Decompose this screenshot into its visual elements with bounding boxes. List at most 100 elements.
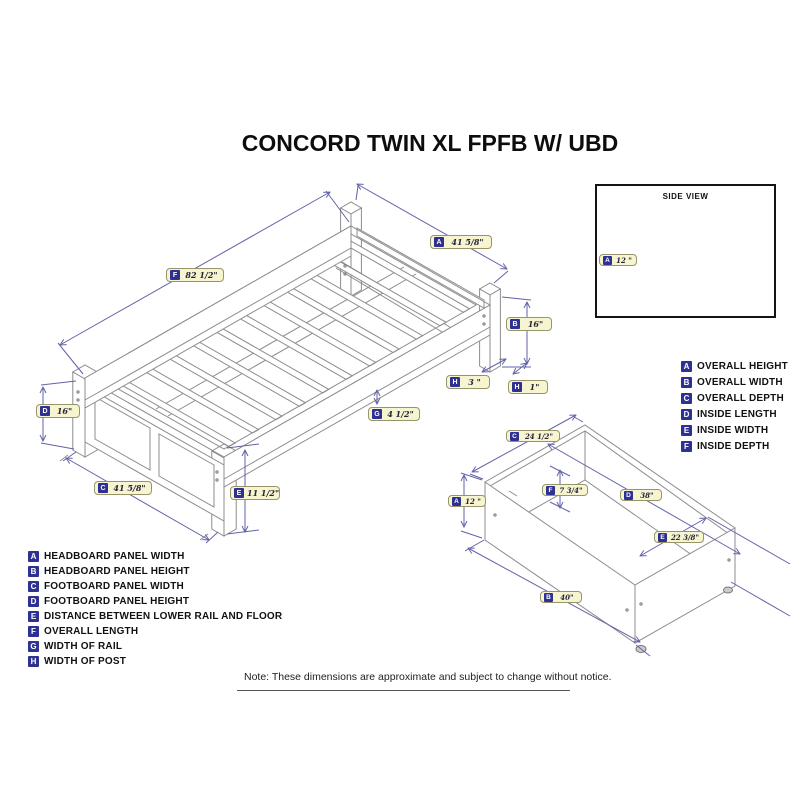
dim-pill-bed-footboard-height: D 16"	[36, 404, 80, 418]
drawer-dimension-lines	[461, 415, 791, 657]
legend-item: D INSIDE LENGTH	[681, 409, 788, 420]
dim-value: 12 "	[616, 255, 632, 265]
legend-item: G WIDTH OF RAIL	[28, 641, 282, 652]
dim-value: 3 "	[468, 377, 481, 387]
dim-pill-drawer-overall-height: A 12 "	[448, 495, 486, 507]
dim-value: 16"	[56, 406, 73, 416]
side-view-title: SIDE VIEW	[662, 192, 709, 201]
legend-letter-badge: G	[28, 641, 39, 652]
bed-dimension-lines	[41, 184, 532, 544]
dim-pill-bed-headboard-height: B 16"	[506, 317, 552, 331]
dim-value: 24 1/2"	[524, 431, 554, 441]
legend-item: B HEADBOARD PANEL HEIGHT	[28, 566, 282, 577]
legend-item: E DISTANCE BETWEEN LOWER RAIL AND FLOOR	[28, 611, 282, 622]
dim-letter-badge: D	[624, 490, 633, 500]
footboard-panel	[84, 385, 225, 522]
legend-item: E INSIDE WIDTH	[681, 425, 788, 436]
page-title: CONCORD TWIN XL FPFB W/ UBD	[241, 130, 619, 156]
dim-pill-bed-post-width-1: H 1"	[508, 380, 548, 394]
legend-letter-badge: B	[28, 566, 39, 577]
legend-item: A HEADBOARD PANEL WIDTH	[28, 551, 282, 562]
legend-letter-badge: F	[28, 626, 39, 637]
dim-letter-badge: G	[372, 409, 382, 419]
legend-label: HEADBOARD PANEL HEIGHT	[44, 566, 190, 577]
legend-letter-badge: A	[681, 361, 692, 372]
dim-pill-bed-headboard-width: A 41 5/8"	[430, 235, 492, 249]
legend-label: HEADBOARD PANEL WIDTH	[44, 551, 185, 562]
drawer-legend: A OVERALL HEIGHT B OVERALL WIDTH C OVERA…	[681, 361, 788, 457]
legend-letter-badge: D	[681, 409, 692, 420]
legend-label: INSIDE DEPTH	[697, 441, 770, 452]
dim-value: 41 5/8"	[113, 483, 146, 493]
legend-item: D FOOTBOARD PANEL HEIGHT	[28, 596, 282, 607]
dim-letter-badge: E	[234, 488, 244, 498]
dim-pill-bed-overall-length: F 82 1/2"	[166, 268, 224, 282]
dim-pill-bed-post-width-3: H 3 "	[446, 375, 490, 389]
dim-value: 4 1/2"	[387, 409, 414, 419]
legend-letter-badge: F	[681, 441, 692, 452]
dim-letter-badge: F	[546, 485, 555, 495]
screw-dots	[76, 264, 486, 482]
disclaimer-note: Note: These dimensions are approximate a…	[244, 671, 612, 683]
dim-value: 22 3/8"	[670, 532, 700, 542]
dim-value: 12 "	[465, 496, 481, 506]
dim-pill-bed-rail-floor-distance: E 11 1/2"	[230, 486, 280, 500]
legend-label: DISTANCE BETWEEN LOWER RAIL AND FLOOR	[44, 611, 283, 622]
dim-letter-badge: D	[40, 406, 50, 416]
note-divider	[237, 690, 570, 691]
dim-value: 7 3/4"	[559, 485, 583, 495]
dim-value: 16"	[527, 319, 544, 329]
legend-letter-badge: C	[681, 393, 692, 404]
legend-letter-badge: A	[28, 551, 39, 562]
legend-letter-badge: C	[28, 581, 39, 592]
legend-item: A OVERALL HEIGHT	[681, 361, 788, 372]
legend-label: OVERALL HEIGHT	[697, 361, 788, 372]
legend-label: WIDTH OF POST	[44, 656, 127, 667]
dim-pill-bed-footboard-width: C 41 5/8"	[94, 481, 152, 495]
legend-letter-badge: D	[28, 596, 39, 607]
dim-pill-drawer-inside-length: D 38"	[620, 489, 662, 501]
dim-value: 38"	[640, 490, 654, 500]
dim-pill-drawer-overall-depth: C 24 1/2"	[506, 430, 560, 442]
legend-label: OVERALL LENGTH	[44, 626, 139, 637]
dim-value: 11 1/2"	[247, 488, 280, 498]
dim-pill-drawer-overall-width: B 40"	[540, 591, 582, 603]
dim-letter-badge: B	[510, 319, 520, 329]
legend-item: B OVERALL WIDTH	[681, 377, 788, 388]
dim-letter-badge: A	[452, 496, 461, 506]
legend-letter-badge: H	[28, 656, 39, 667]
dim-letter-badge: A	[434, 237, 444, 247]
dim-letter-badge: A	[603, 255, 612, 265]
legend-label: FOOTBOARD PANEL HEIGHT	[44, 596, 190, 607]
legend-letter-badge: E	[681, 425, 692, 436]
dim-letter-badge: H	[512, 382, 522, 392]
bed-legend: A HEADBOARD PANEL WIDTH B HEADBOARD PANE…	[28, 551, 282, 671]
dim-letter-badge: F	[170, 270, 180, 280]
dim-letter-badge: B	[544, 592, 553, 602]
dim-letter-badge: C	[510, 431, 519, 441]
dim-letter-badge: E	[658, 532, 667, 542]
legend-item: F INSIDE DEPTH	[681, 441, 788, 452]
legend-item: H WIDTH OF POST	[28, 656, 282, 667]
legend-item: F OVERALL LENGTH	[28, 626, 282, 637]
legend-item: C FOOTBOARD PANEL WIDTH	[28, 581, 282, 592]
dim-value: 82 1/2"	[185, 270, 218, 280]
dim-pill-drawer-inside-width: E 22 3/8"	[654, 531, 704, 543]
dim-pill-sideview-height: A 12 "	[599, 254, 637, 266]
legend-item: C OVERALL DEPTH	[681, 393, 788, 404]
dim-value: 41 5/8"	[451, 237, 484, 247]
dim-pill-drawer-inside-depth: F 7 3/4"	[542, 484, 588, 496]
legend-label: WIDTH OF RAIL	[44, 641, 123, 652]
legend-label: INSIDE WIDTH	[697, 425, 769, 436]
legend-label: OVERALL DEPTH	[697, 393, 784, 404]
legend-letter-badge: B	[681, 377, 692, 388]
dim-value: 40"	[560, 592, 574, 602]
legend-label: FOOTBOARD PANEL WIDTH	[44, 581, 184, 592]
legend-letter-badge: E	[28, 611, 39, 622]
legend-label: OVERALL WIDTH	[697, 377, 783, 388]
dim-value: 1"	[529, 382, 540, 392]
dim-letter-badge: C	[98, 483, 108, 493]
legend-label: INSIDE LENGTH	[697, 409, 777, 420]
